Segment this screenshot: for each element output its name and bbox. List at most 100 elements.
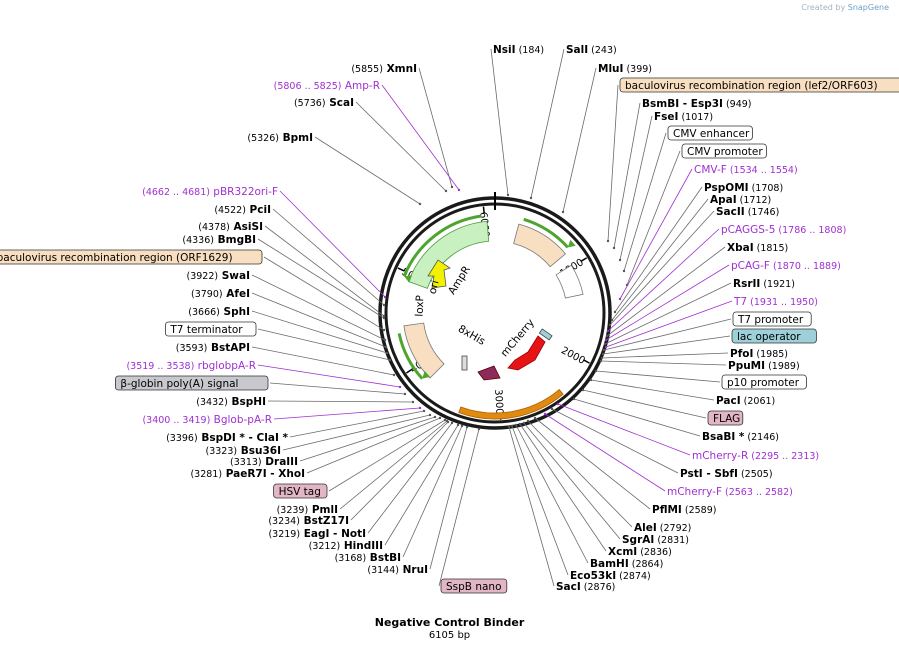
map-label-xbai[interactable]: XbaI (1815) xyxy=(605,242,788,338)
enzyme-label: Eco53kI (2874) xyxy=(570,570,651,582)
map-label-bspdi[interactable]: (3396) BspDI * - ClaI * xyxy=(166,409,426,444)
map-label-paci[interactable]: PacI (2061) xyxy=(589,378,775,407)
feature-box xyxy=(440,578,508,594)
enzyme-label: (3281) PaeR7I - XhoI xyxy=(190,468,305,480)
feature-label: baculovirus recombination region (ORF162… xyxy=(0,252,233,264)
leader-line xyxy=(438,428,480,587)
map-label-cmvf-primer[interactable]: CMV-F (1534 .. 1554) xyxy=(618,164,798,301)
site-marker xyxy=(392,373,396,377)
site-marker xyxy=(604,338,608,342)
map-label-bsu36i[interactable]: (3323) Bsu36I xyxy=(206,413,432,457)
map-label-bmgbi[interactable]: (4336) BmgBI xyxy=(182,234,386,320)
map-label-ampr-primer[interactable]: (5806 .. 5825) Amp-R xyxy=(274,80,461,192)
map-label-mcherryf-primer[interactable]: mCherry-F (2563 .. 2582) xyxy=(543,412,793,498)
map-label-psti[interactable]: PstI - SbfI (2505) xyxy=(550,407,773,480)
map-label-xmni[interactable]: (5855) XmnI xyxy=(351,63,454,189)
feature-arrow-his[interactable] xyxy=(477,365,501,381)
map-label-pflmi[interactable]: PflMI (2589) xyxy=(533,416,717,516)
map-label-cmv-enh[interactable]: CMV enhancer xyxy=(622,125,753,273)
map-label-t7-prom[interactable]: T7 promoter xyxy=(602,311,812,352)
leader-line xyxy=(626,150,681,286)
feature-arrow-ori[interactable] xyxy=(427,259,451,289)
site-marker xyxy=(606,329,610,333)
map-label-bsmbi[interactable]: BsmBI - Esp3I (949) xyxy=(612,98,752,250)
map-label-pcagf-primer[interactable]: pCAG-F (1870 .. 1889) xyxy=(604,260,841,342)
map-label-lac-op[interactable]: lac operator xyxy=(601,328,817,356)
site-marker xyxy=(604,345,608,349)
primer-label: (3519 .. 3538) rbglobpA-R xyxy=(126,360,256,372)
map-label-fsei[interactable]: FseI (1017) xyxy=(618,111,713,262)
map-label-alei[interactable]: AleI (2792) xyxy=(526,419,692,534)
site-marker xyxy=(543,412,547,416)
enzyme-label: (3593) BstAPI xyxy=(176,342,250,354)
map-label-paer7i[interactable]: (3281) PaeR7I - XhoI xyxy=(190,416,442,480)
map-label-baculo-orf1629[interactable]: baculovirus recombination region (ORF162… xyxy=(0,249,386,332)
map-label-bstbi[interactable]: (3168) BstBI xyxy=(335,424,464,564)
site-marker xyxy=(450,421,454,425)
map-label-apai[interactable]: ApaI (1712) xyxy=(610,194,771,322)
map-label-pcaggs-primer[interactable]: pCAGGS-5 (1786 .. 1808) xyxy=(606,224,846,333)
map-label-sacii[interactable]: SacII (1746) xyxy=(608,206,779,327)
site-marker xyxy=(529,196,533,200)
map-label-mlui[interactable]: MluI (399) xyxy=(561,63,652,214)
feature-arc-baculo-orf1629[interactable] xyxy=(403,322,445,379)
map-label-bstz17i[interactable]: (3234) BstZ17I xyxy=(268,420,450,527)
feature-arrow-mcherry[interactable] xyxy=(507,335,546,371)
map-label-afei[interactable]: (3790) AfeI xyxy=(191,288,388,349)
map-label-t7-primer[interactable]: T7 (1931 .. 1950) xyxy=(604,296,818,349)
map-label-ppumi[interactable]: PpuMI (1989) xyxy=(599,359,800,372)
map-label-draiii[interactable]: (3313) DraIII xyxy=(230,415,437,468)
map-label-rsrii[interactable]: RsrII (1921) xyxy=(603,278,795,346)
enzyme-label: (3323) Bsu36I xyxy=(206,445,282,457)
plasmid-name: Negative Control Binder xyxy=(374,616,525,629)
map-label-bsabi[interactable]: BsaBI * (2146) xyxy=(572,397,779,443)
map-label-bpmi[interactable]: (5326) BpmI xyxy=(247,132,422,206)
map-label-cmv-prom[interactable]: CMV promoter xyxy=(625,143,767,287)
map-label-xcmi[interactable]: XcmI (2836) xyxy=(518,422,672,558)
map-label-sspb-nano[interactable]: SspB nano xyxy=(438,427,508,594)
site-marker xyxy=(418,406,422,410)
leader-line xyxy=(602,335,731,355)
feature-box xyxy=(732,311,812,327)
map-label-bsphi[interactable]: (3432) BspHI xyxy=(196,396,415,408)
map-label-rbglobpa-primer[interactable]: (3519 .. 3538) rbglobpA-R xyxy=(126,360,402,389)
map-label-pfoi[interactable]: PfoI (1985) xyxy=(600,348,788,360)
map-label-t7-term[interactable]: T7 terminator xyxy=(164,321,392,362)
map-label-pbr322ori-primer[interactable]: (4662 .. 4681) pBR322ori-F xyxy=(142,186,387,299)
map-label-scai[interactable]: (5736) ScaI xyxy=(294,97,448,193)
map-label-pcii[interactable]: (4522) PciI xyxy=(214,204,386,307)
map-label-eco53ki[interactable]: Eco53kI (2874) xyxy=(510,424,651,582)
enzyme-label: (3144) NruI xyxy=(367,564,428,576)
map-label-nsii[interactable]: NsiI (184) xyxy=(490,44,544,197)
site-marker xyxy=(608,323,612,327)
site-marker xyxy=(510,424,514,428)
map-label-sali[interactable]: SalI (243) xyxy=(529,44,617,200)
map-label-sgrai[interactable]: SgrAI (2831) xyxy=(522,421,689,546)
map-label-eagi[interactable]: (3219) EagI - NotI xyxy=(268,421,454,540)
map-label-bglob-primer[interactable]: (3400 .. 3419) Bglob-pA-R xyxy=(142,406,422,426)
feature-arc-baculo-lef2[interactable] xyxy=(513,223,567,268)
map-label-flag[interactable]: FLAG xyxy=(581,388,744,426)
map-label-pmli[interactable]: (3239) PmlI xyxy=(277,419,449,516)
enzyme-label: MluI (399) xyxy=(598,63,652,75)
map-label-bglobin-polya[interactable]: β-globin poly(A) signal xyxy=(115,375,407,396)
map-label-baculo-lef2[interactable]: baculovirus recombination region (lef2/O… xyxy=(606,77,899,243)
credit-prefix: Created by xyxy=(801,3,846,12)
map-label-pspomi[interactable]: PspOMI (1708) xyxy=(613,182,783,314)
map-label-bamhi[interactable]: BamHI (2864) xyxy=(514,423,664,570)
map-label-swai[interactable]: (3922) SwaI xyxy=(186,270,387,342)
leader-line xyxy=(251,310,388,354)
map-label-hsv-tag[interactable]: HSV tag xyxy=(273,418,447,499)
site-marker xyxy=(398,385,402,389)
site-marker xyxy=(411,400,415,404)
map-label-asisi[interactable]: (4378) AsiSI xyxy=(198,221,386,318)
map-label-hindiii[interactable]: (3212) HindIII xyxy=(309,423,460,552)
map-label-nrui[interactable]: (3144) NruI xyxy=(367,425,469,576)
map-label-sphi[interactable]: (3666) SphI xyxy=(188,306,389,355)
map-label-bstapi[interactable]: (3593) BstAPI xyxy=(176,342,396,377)
map-label-mcherryr-primer[interactable]: mCherry-R (2295 .. 2313) xyxy=(556,402,819,462)
map-label-saci[interactable]: SacI (2876) xyxy=(507,425,616,593)
feature-arc-mcherry-orange[interactable] xyxy=(458,389,564,420)
map-label-p10-prom[interactable]: p10 promoter xyxy=(594,369,807,390)
feature-arc-cmv[interactable] xyxy=(555,264,584,299)
